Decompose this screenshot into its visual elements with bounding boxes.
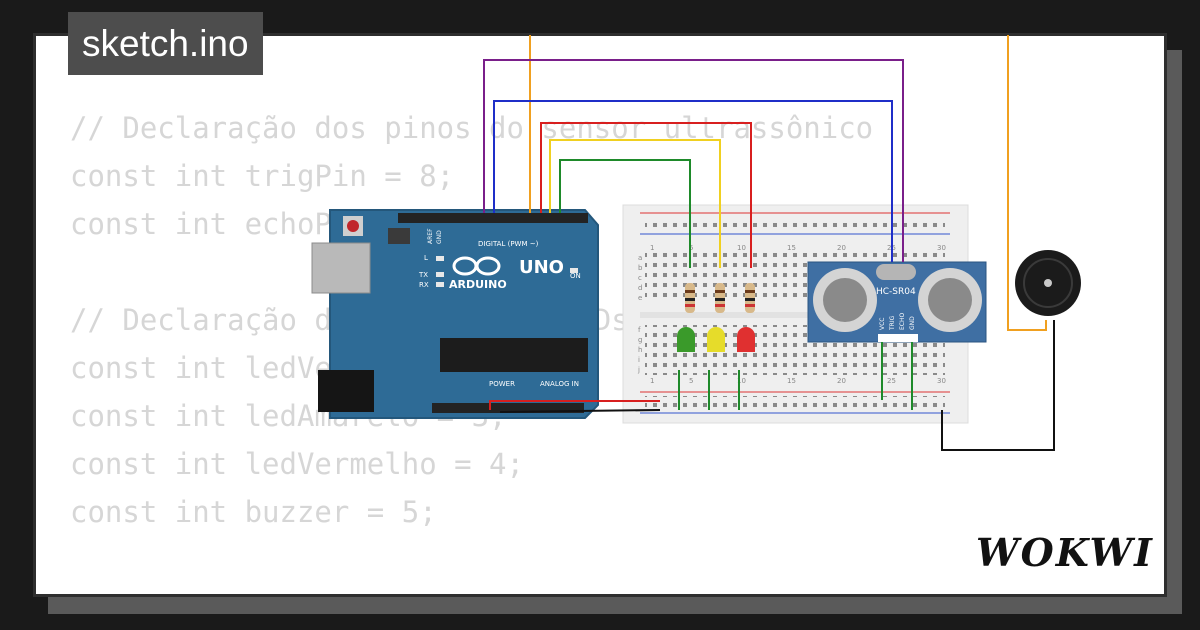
resistor-band [745, 304, 755, 307]
wire-red [540, 122, 752, 268]
icsp-header [388, 228, 410, 244]
l-led [436, 256, 444, 261]
row-label: j [637, 366, 640, 374]
power-jack [318, 370, 374, 412]
column-label: 25 [887, 377, 896, 385]
column-label: 15 [787, 244, 796, 252]
led-green [677, 327, 695, 352]
resistor-band [745, 298, 755, 301]
board-model: UNO [519, 257, 564, 278]
row-label: i [638, 356, 640, 364]
code-line: void setup() { [70, 584, 873, 594]
rx-led [436, 282, 444, 287]
pin-label-trig: TRIG [889, 315, 896, 331]
column-label: 1 [650, 244, 654, 252]
row-label: e [638, 294, 642, 302]
pin-label-vcc: VCC [879, 318, 886, 330]
code-line: const int buzzer = 5; [70, 495, 437, 529]
column-label: 30 [937, 377, 946, 385]
atmega-chip [440, 338, 588, 372]
resistor-band [715, 298, 725, 301]
led-red [737, 327, 755, 352]
board-brand: ARDUINO [449, 278, 507, 291]
gnd-label: GND [436, 230, 443, 244]
power-label: POWER [489, 380, 515, 388]
row-label: f [638, 326, 641, 334]
wire-purple [483, 59, 904, 262]
rx-label: RX [419, 281, 429, 289]
column-label: 1 [650, 377, 654, 385]
tx-label: TX [418, 271, 428, 279]
resistor-band [685, 298, 695, 301]
resistor-band [745, 290, 755, 293]
pin-label-echo: ECHO [899, 313, 906, 330]
row-label: b [638, 264, 643, 272]
center-channel [640, 312, 950, 318]
column-label: 10 [737, 377, 746, 385]
column-label: 20 [837, 244, 846, 252]
transducer-right-mesh [928, 278, 972, 322]
row-label: g [638, 336, 642, 344]
column-label: 20 [837, 377, 846, 385]
wire-gnd [499, 409, 661, 413]
crystal [876, 264, 916, 280]
resistor-band [715, 290, 725, 293]
wire-buzzer-gnd [941, 320, 1055, 451]
arduino-logo-icon [452, 256, 501, 276]
on-led [570, 268, 578, 273]
code-line: const int trigPin = 8; [70, 159, 455, 193]
leds[interactable] [677, 327, 755, 352]
pin-label-gnd: GND [909, 316, 916, 330]
digital-label: DIGITAL (PWM ~) [478, 240, 539, 248]
code-line: const int ledVermelho = 4; [70, 447, 524, 481]
arduino-uno[interactable]: UNO ARDUINO DIGITAL (PWM ~) POWER ANALOG… [311, 209, 599, 419]
row-label: a [638, 254, 642, 262]
wire-blue [493, 100, 893, 262]
buzzer[interactable] [1015, 250, 1081, 316]
resistor-band [685, 290, 695, 293]
resistor-band [685, 304, 695, 307]
column-label: 5 [689, 244, 693, 252]
led-yellow [707, 327, 725, 352]
buzzer-center [1044, 279, 1052, 287]
resistor-band [715, 304, 725, 307]
sensor-pin-header [878, 334, 918, 342]
ultrasonic-sensor[interactable]: HC-SR04 VCC TRIG ECHO GND [807, 261, 987, 343]
wire-green [559, 159, 691, 268]
on-label: ON [570, 272, 581, 280]
wires [483, 35, 1055, 451]
digital-header [398, 213, 588, 223]
power-analog-header [432, 403, 584, 413]
usb-port [311, 242, 371, 294]
column-label: 30 [937, 244, 946, 252]
wokwi-logo: WOKWI [976, 530, 1154, 575]
sketch-title: sketch.ino [68, 12, 263, 75]
column-label: 15 [787, 377, 796, 385]
power-rail-bottom [645, 396, 945, 410]
tx-led [436, 272, 444, 277]
resistors[interactable] [685, 283, 755, 313]
row-label: d [638, 284, 642, 292]
analog-label: ANALOG IN [540, 380, 579, 388]
column-label: 10 [737, 244, 746, 252]
buzzer-ring [1023, 258, 1073, 308]
wire-yellow [549, 139, 721, 268]
row-label: c [638, 274, 642, 282]
l-led-label: L [424, 254, 428, 262]
reset-button-cap [347, 220, 359, 232]
wire-orange-buzzer [1007, 35, 1047, 331]
aref-label: AREF [427, 228, 434, 244]
row-label: h [638, 346, 642, 354]
transducer-left-mesh [823, 278, 867, 322]
column-label: 5 [689, 377, 693, 385]
sensor-label: HC-SR04 [876, 287, 916, 297]
wire-5v [489, 400, 660, 410]
